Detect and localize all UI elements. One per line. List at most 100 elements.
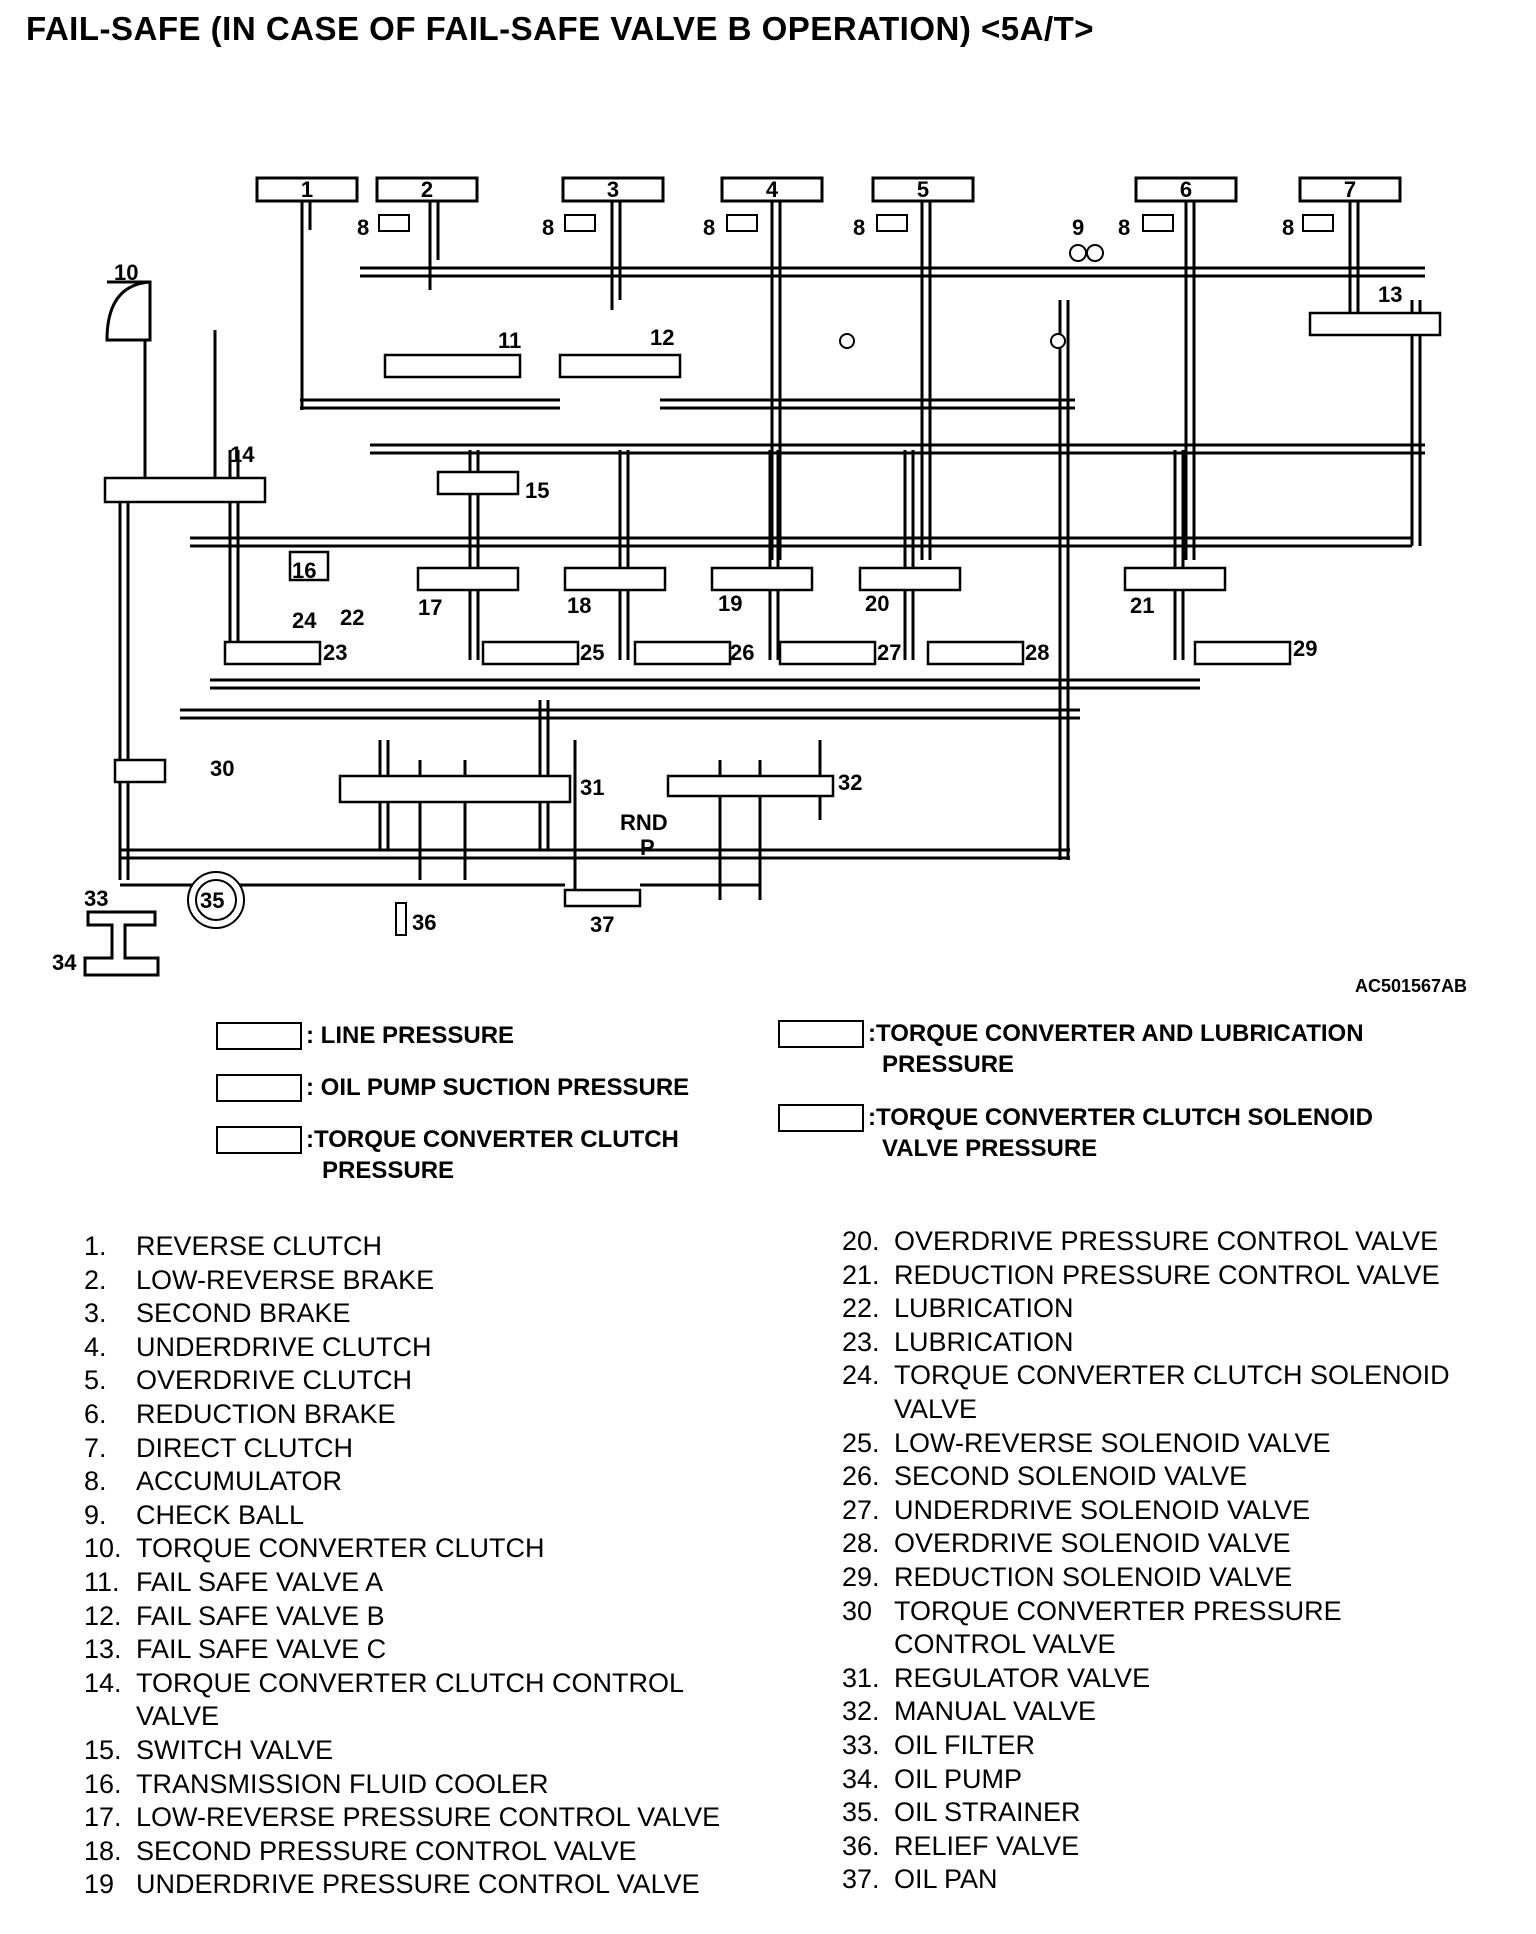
legend-tccs-line2: VALVE PRESSURE xyxy=(882,1135,1098,1162)
list-item-number: 22. xyxy=(842,1293,880,1324)
svg-text:36: 36 xyxy=(412,910,436,935)
list-item: 29. REDUCTION SOLENOID VALVE xyxy=(842,1561,1450,1595)
svg-text:16: 16 xyxy=(292,558,316,583)
gallery-upper xyxy=(300,398,1075,410)
pcv-19 xyxy=(710,566,814,592)
list-item: 24. TORQUE CONVERTER CLUTCH SOLENOID xyxy=(842,1359,1450,1393)
list-item-label: LUBRICATION xyxy=(894,1293,1074,1324)
list-item-label: RELIEF VALVE xyxy=(894,1830,1080,1861)
tcc-control-valve xyxy=(103,476,267,504)
svg-text:28: 28 xyxy=(1025,640,1049,665)
list-item: 4.UNDERDRIVE CLUTCH xyxy=(84,1331,720,1365)
fluid-cooler xyxy=(288,550,330,582)
right-edge xyxy=(1410,300,1422,546)
list-item: 35. OIL STRAINER xyxy=(842,1796,1450,1830)
list-item-number: 24. xyxy=(842,1360,880,1391)
top-box-5: 5 xyxy=(917,177,929,202)
list-item-label: TORQUE CONVERTER CLUTCH CONTROL xyxy=(136,1667,685,1698)
legend-tcc-line2: PRESSURE xyxy=(322,1157,455,1184)
list-item-number: 30 xyxy=(842,1595,873,1626)
list-item-label: REDUCTION SOLENOID VALVE xyxy=(894,1561,1293,1592)
top-box-6: 6 xyxy=(1180,177,1192,202)
svg-text:8: 8 xyxy=(542,215,554,240)
list-item: 15.SWITCH VALVE xyxy=(84,1734,720,1768)
list-item-number: 8. xyxy=(84,1466,107,1497)
gallery-lower xyxy=(210,678,1200,690)
list-item-number: 32. xyxy=(842,1696,880,1727)
legend-swatch-tccs xyxy=(778,1104,864,1132)
list-item-number: 18. xyxy=(84,1835,122,1866)
gallery-mid xyxy=(370,443,1425,455)
svg-text:8: 8 xyxy=(357,215,369,240)
pcv-18 xyxy=(563,566,667,592)
list-item-number: 13. xyxy=(84,1634,122,1665)
fail-safe-valve-a xyxy=(383,353,522,379)
list-item: 20.OVERDRIVE PRESSURE CONTROL VALVE xyxy=(842,1225,1450,1259)
legend-tcc-line1: :TORQUE CONVERTER CLUTCH xyxy=(306,1126,679,1153)
svg-text:12: 12 xyxy=(650,325,674,350)
list-item: 13. FAIL SAFE VALVE C xyxy=(84,1633,720,1667)
svg-text:30: 30 xyxy=(210,756,234,781)
list-item-label: OIL STRAINER xyxy=(894,1797,1081,1828)
list-item-label: REDUCTION BRAKE xyxy=(136,1398,396,1429)
list-item-number: 27. xyxy=(842,1494,880,1525)
selector-label-bottom: P xyxy=(640,835,655,860)
low-reverse-brake-box xyxy=(375,176,479,203)
svg-text:13: 13 xyxy=(1378,282,1402,307)
riser-1 xyxy=(300,201,312,410)
list-item: 34.OIL PUMP xyxy=(842,1763,1450,1797)
svg-text:35: 35 xyxy=(200,888,224,913)
list-item-number: 20. xyxy=(842,1226,880,1256)
fail-safe-valve-b xyxy=(558,353,682,379)
list-item-number: 14. xyxy=(84,1667,122,1698)
legend-swatch-line xyxy=(216,1022,302,1050)
list-item-number: 4. xyxy=(84,1331,107,1362)
list-item-label: ACCUMULATOR xyxy=(136,1466,343,1497)
list-item: 16.TRANSMISSION FLUID COOLER xyxy=(84,1768,720,1802)
list-item-label: OIL PAN xyxy=(894,1864,998,1895)
pcv-21 xyxy=(1123,566,1227,592)
list-item-label: FAIL SAFE VALVE B xyxy=(136,1600,385,1631)
top-box-3: 3 xyxy=(607,177,619,202)
list-item-number: 3. xyxy=(84,1298,107,1329)
legend-swatch-tcl xyxy=(778,1020,864,1048)
riser-5 xyxy=(920,201,932,560)
list-item-number: 10. xyxy=(84,1533,122,1564)
list-item-continuation: CONTROL VALVE xyxy=(894,1629,1116,1660)
list-item: 12. FAIL SAFE VALVE B xyxy=(84,1600,720,1634)
list-item-label: FAIL SAFE VALVE C xyxy=(136,1634,387,1665)
list-item: 8. ACCUMULATOR xyxy=(84,1465,720,1499)
svg-text:21: 21 xyxy=(1130,593,1154,618)
list-item-number: 33. xyxy=(842,1729,880,1760)
list-item-number: 37. xyxy=(842,1864,880,1895)
svg-text:18: 18 xyxy=(567,593,591,618)
solenoid-23 xyxy=(223,640,322,666)
list-item-number: 12. xyxy=(84,1600,122,1631)
tc-pressure-control-valve xyxy=(113,758,167,784)
list-item-number: 2. xyxy=(84,1264,107,1295)
list-item-number: 29. xyxy=(842,1561,880,1592)
list-item-continuation: VALVE xyxy=(894,1393,978,1424)
list-item: 2.LOW-REVERSE BRAKE xyxy=(84,1264,720,1298)
list-item-number: 35. xyxy=(842,1797,880,1828)
svg-text:29: 29 xyxy=(1293,636,1317,661)
svg-text:17: 17 xyxy=(418,595,442,620)
figure-code: AC501567AB xyxy=(1355,976,1468,996)
list-item-label: LOW-REVERSE PRESSURE CONTROL VALVE xyxy=(136,1802,721,1833)
svg-text:25: 25 xyxy=(580,640,604,665)
list-item-label: UNDERDRIVE PRESSURE CONTROL VALVE xyxy=(136,1869,700,1900)
svg-text:34: 34 xyxy=(52,950,77,975)
list-item-number: 16. xyxy=(84,1768,122,1799)
pcv-20 xyxy=(858,566,962,592)
list-item-label: TORQUE CONVERTER CLUTCH SOLENOID xyxy=(894,1360,1450,1391)
list-item: 18.SECOND PRESSURE CONTROL VALVE xyxy=(84,1835,720,1869)
list-item: 14. TORQUE CONVERTER CLUTCH CONTROL xyxy=(84,1667,720,1701)
legend-tccs-line1: :TORQUE CONVERTER CLUTCH SOLENOID xyxy=(868,1104,1373,1131)
list-item-number: 1. xyxy=(84,1231,107,1261)
list-item-label: SECOND SOLENOID VALVE xyxy=(894,1461,1248,1492)
legend-suction: : OIL PUMP SUCTION PRESSURE xyxy=(306,1074,690,1101)
riser-6 xyxy=(1184,201,1196,560)
list-item: 26.SECOND SOLENOID VALVE xyxy=(842,1460,1450,1494)
list-item-label: REVERSE CLUTCH xyxy=(136,1231,383,1261)
